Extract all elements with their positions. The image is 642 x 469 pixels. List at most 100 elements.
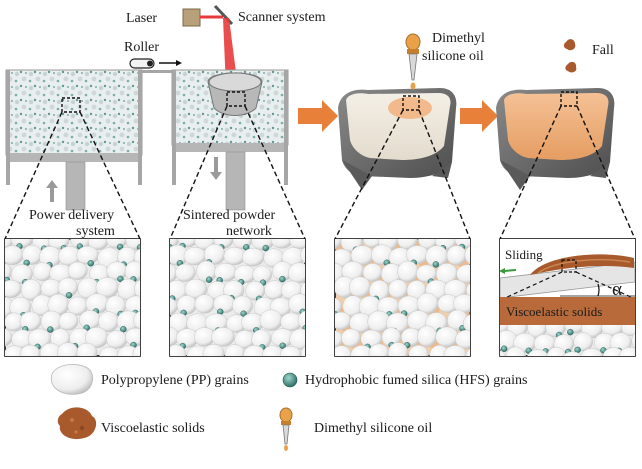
grains-panel-3 bbox=[328, 239, 488, 368]
process-arrow-1 bbox=[298, 100, 338, 132]
pp-grain bbox=[184, 278, 208, 300]
pp-grain bbox=[297, 310, 305, 330]
pp-grain bbox=[223, 247, 246, 266]
fall-label: Fall bbox=[592, 43, 614, 58]
oil-patch bbox=[476, 255, 488, 267]
power-label-2: system bbox=[76, 224, 115, 239]
hfs-grain bbox=[279, 275, 286, 283]
pp-grain bbox=[79, 310, 101, 330]
pp-grain bbox=[455, 329, 470, 349]
pp-grain bbox=[454, 239, 470, 249]
zoom-box-2 bbox=[226, 91, 246, 107]
zoom-box-3 bbox=[402, 95, 420, 111]
oil-patch bbox=[476, 290, 488, 302]
pp-grain bbox=[443, 345, 467, 356]
hfs-grain bbox=[474, 260, 480, 266]
viscoelastic-layer bbox=[500, 297, 635, 325]
pp-grain bbox=[10, 264, 33, 285]
laser-label: Laser bbox=[126, 11, 157, 26]
slide-arrow-icon bbox=[500, 268, 505, 274]
roller-label: Roller bbox=[124, 40, 159, 55]
hfs-grain bbox=[432, 261, 440, 268]
falling-solid-1 bbox=[563, 39, 576, 51]
dropper-icon bbox=[405, 33, 421, 90]
hfs-grain bbox=[233, 359, 239, 365]
pp-grain bbox=[456, 264, 470, 284]
pp-grain bbox=[602, 347, 625, 356]
hfs-grain bbox=[437, 360, 443, 366]
pp-grain bbox=[106, 330, 128, 349]
bath-coated bbox=[496, 88, 615, 190]
hfs-grain bbox=[535, 365, 541, 371]
hfs-grain bbox=[585, 362, 591, 368]
roller-arrow-icon bbox=[176, 60, 182, 66]
powder-bed-right bbox=[171, 69, 289, 211]
oil-patch bbox=[441, 355, 449, 356]
pp-grain bbox=[132, 344, 140, 356]
pp-grain bbox=[300, 246, 305, 264]
pp-grain bbox=[341, 328, 361, 348]
legend-visco-label: Viscoelastic solids bbox=[101, 421, 205, 436]
roller-icon bbox=[129, 58, 155, 69]
pp-grain bbox=[170, 297, 178, 316]
pp-grain bbox=[125, 239, 140, 251]
viscoelastic-panel-label: Viscoelastic solids bbox=[506, 304, 602, 319]
oil-patch bbox=[341, 356, 353, 368]
hfs-grain bbox=[117, 275, 124, 283]
pp-grain bbox=[463, 314, 470, 333]
legend-pp-label: Polypropylene (PP) grains bbox=[101, 373, 249, 388]
pp-grain bbox=[202, 344, 225, 356]
hfs-grain bbox=[256, 360, 262, 366]
process-arrow-2 bbox=[460, 100, 498, 132]
pp-grain bbox=[32, 262, 53, 282]
powder-bed-left bbox=[5, 69, 143, 211]
pp-grain bbox=[573, 332, 593, 352]
pp-grain bbox=[546, 346, 567, 356]
alpha-label: α bbox=[612, 279, 622, 300]
pp-grain bbox=[335, 297, 342, 316]
oil-patch bbox=[458, 355, 465, 356]
grains-panel-1 bbox=[5, 239, 140, 367]
falling-solid-2 bbox=[565, 61, 577, 73]
pp-grain bbox=[134, 279, 140, 299]
pp-grain bbox=[527, 349, 549, 356]
hfs-grain bbox=[87, 260, 94, 267]
hfs-grain bbox=[500, 345, 508, 352]
pp-grain bbox=[170, 263, 178, 283]
sintered-label-1: Sintered powder bbox=[183, 208, 275, 223]
legend-dropper-icon bbox=[279, 407, 293, 451]
pp-grain bbox=[505, 346, 526, 356]
oil-patch bbox=[474, 323, 486, 335]
pp-grain bbox=[618, 346, 635, 356]
pp-grain bbox=[224, 344, 245, 356]
zoom-box-4 bbox=[560, 91, 578, 107]
pp-grain bbox=[67, 261, 88, 280]
pp-grain bbox=[176, 295, 197, 315]
pp-grain bbox=[397, 260, 419, 283]
scanner-label: Scanner system bbox=[238, 10, 326, 25]
hfs-grain bbox=[279, 342, 286, 349]
hfs-grain bbox=[11, 361, 17, 367]
oil-patch bbox=[364, 355, 371, 356]
laser-device bbox=[182, 8, 201, 27]
pp-grain bbox=[335, 345, 353, 356]
pp-grain bbox=[76, 342, 98, 356]
bed-bridge bbox=[142, 70, 172, 73]
pp-grain bbox=[435, 326, 459, 348]
hfs-grain bbox=[65, 292, 73, 299]
pp-grain-icon bbox=[50, 364, 94, 395]
legend: Polypropylene (PP) grains Hydrophobic fu… bbox=[50, 364, 527, 451]
pp-grain bbox=[241, 247, 265, 267]
zoom-lines bbox=[4, 105, 636, 240]
sliding-scene bbox=[500, 239, 635, 325]
sliding-label: Sliding bbox=[505, 247, 543, 262]
pp-grain bbox=[289, 328, 305, 350]
pp-grain bbox=[170, 344, 187, 356]
up-arrow-icon bbox=[46, 180, 58, 188]
pp-grain bbox=[631, 332, 635, 349]
hfs-grain bbox=[328, 278, 334, 284]
legend-oil-label: Dimethyl silicone oil bbox=[314, 421, 432, 436]
bath-with-oil bbox=[338, 88, 457, 190]
pp-grain bbox=[259, 309, 283, 331]
pp-grain bbox=[99, 346, 120, 356]
